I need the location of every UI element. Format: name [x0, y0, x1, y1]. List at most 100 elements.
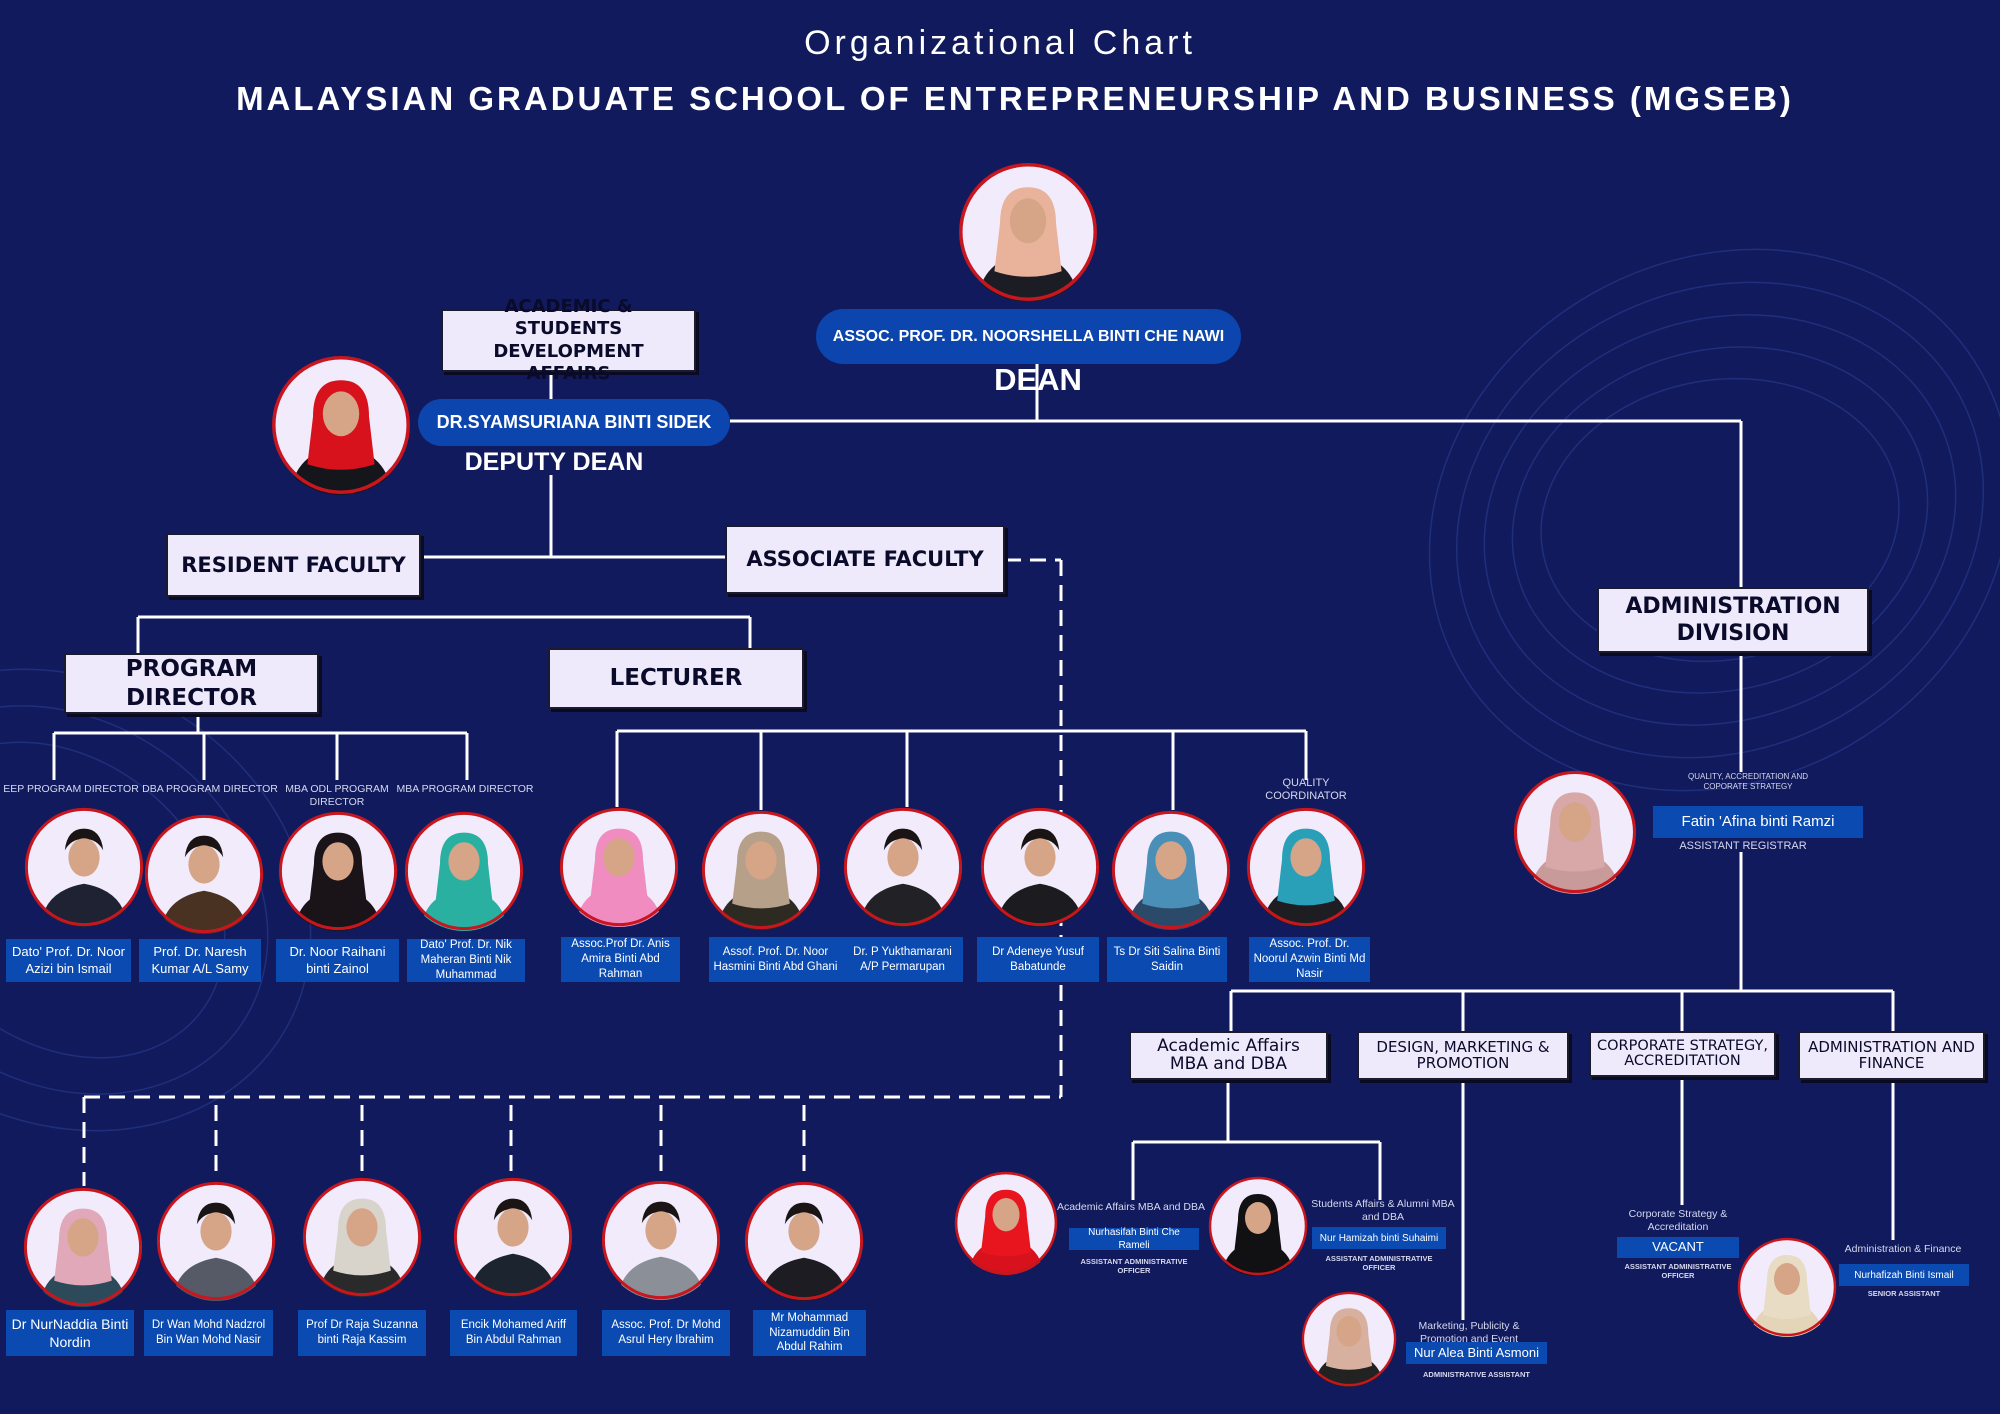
program-director-photo: [404, 811, 524, 931]
lecturer-photo: [701, 810, 821, 930]
person-silhouette-icon: [744, 1181, 864, 1301]
lecturer-photo: [843, 807, 963, 927]
person-silhouette-icon: [1301, 1291, 1397, 1387]
admin-head-name: Fatin 'Afina binti Ramzi: [1653, 806, 1863, 838]
dean-role: DEAN: [994, 362, 1082, 397]
lecturer-name: Assof. Prof. Dr. Noor Hasmini Binti Abd …: [709, 937, 842, 982]
associate-faculty-name: Encik Mohamed Ariff Bin Abdul Rahman: [450, 1310, 577, 1356]
program-director-title: DBA PROGRAM DIRECTOR: [142, 783, 278, 795]
lecturer-name: Ts Dr Siti Salina Binti Saidin: [1107, 937, 1227, 982]
admin-staff-position: SENIOR ASSISTANT: [1867, 1289, 1941, 1298]
associate-faculty-photo: [23, 1187, 143, 1307]
person-silhouette-icon: [453, 1177, 573, 1297]
admin-staff-name: Nurhasifah Binti Che Rameli: [1069, 1227, 1199, 1251]
lecturer-photo: [1246, 807, 1366, 927]
corporate-strategy-box: CORPORATE STRATEGY, ACCREDITATION: [1589, 1031, 1776, 1077]
lecturer-name: Assoc. Prof. Dr. Noorul Azwin Binti Md N…: [1249, 937, 1370, 982]
associate-faculty-photo: [156, 1181, 276, 1301]
person-silhouette-icon: [156, 1181, 276, 1301]
associate-faculty-photo: [302, 1177, 422, 1297]
deputy-dean-role: DEPUTY DEAN: [464, 448, 644, 476]
person-silhouette-icon: [559, 807, 679, 927]
admin-staff-name: Nur Hamizah binti Suhaimi: [1312, 1227, 1446, 1249]
admin-staff-photo: [1208, 1176, 1308, 1276]
associate-faculty-name: Dr NurNaddia Binti Nordin: [6, 1310, 134, 1356]
admin-staff-name: VACANT: [1617, 1237, 1739, 1258]
lecturer-box: LECTURER: [548, 648, 804, 709]
lecturer-name: Assoc.Prof Dr. Anis Amira Binti Abd Rahm…: [561, 937, 680, 982]
person-silhouette-icon: [959, 163, 1097, 302]
admin-head-position: ASSISTANT REGISTRAR: [1679, 840, 1807, 852]
administration-division-box: ADMINISTRATION DIVISION: [1597, 587, 1869, 653]
design-marketing-box: DESIGN, MARKETING & PROMOTION: [1357, 1031, 1569, 1080]
person-silhouette-icon: [1111, 810, 1231, 930]
program-director-photo: [24, 807, 144, 927]
person-silhouette-icon: [1513, 770, 1637, 894]
program-director-name: Dato' Prof. Dr. Noor Azizi bin Ismail: [6, 939, 131, 982]
person-silhouette-icon: [701, 810, 821, 930]
admin-head-photo: [1513, 770, 1637, 894]
deputy-dean-photo: [271, 355, 411, 495]
admin-staff-unit: Academic Affairs MBA and DBA: [1056, 1201, 1206, 1213]
academic-affairs-box: Academic Affairs MBA and DBA: [1129, 1031, 1328, 1080]
admin-staff-photo: [954, 1171, 1058, 1275]
admin-staff-position: ADMINISTRATIVE ASSISTANT: [1423, 1370, 1530, 1379]
lecturer-name: Dr. P Yukthamarani A/P Permarupan: [842, 937, 963, 982]
associate-faculty-name: Assoc. Prof. Dr Mohd Asrul Hery Ibrahim: [602, 1310, 730, 1356]
admin-staff-photo: [1301, 1291, 1397, 1387]
admin-staff-unit: Marketing, Publicity & Promotion and Eve…: [1418, 1320, 1520, 1345]
person-silhouette-icon: [272, 356, 410, 495]
dean-name-pill: ASSOC. PROF. DR. NOORSHELLA BINTI CHE NA…: [816, 309, 1241, 364]
program-director-photo: [144, 814, 264, 934]
administration-finance-box: ADMINISTRATION AND FINANCE: [1798, 1031, 1985, 1080]
lecturer-photo: [559, 807, 679, 927]
person-silhouette-icon: [954, 1171, 1058, 1275]
program-director-name: Dr. Noor Raihani binti Zainol: [276, 939, 399, 982]
admin-staff-position: ASSISTANT ADMINISTRATIVE OFFICER: [1080, 1257, 1188, 1275]
person-silhouette-icon: [1208, 1176, 1308, 1276]
associate-faculty-name: Mr Mohammad Nizamuddin Bin Abdul Rahim: [753, 1310, 866, 1356]
person-silhouette-icon: [843, 807, 963, 927]
lecturer-name: Dr Adeneye Yusuf Babatunde: [977, 937, 1099, 982]
lecturer-photo: [1111, 810, 1231, 930]
associate-faculty-box: ASSOCIATE FACULTY: [725, 525, 1005, 594]
resident-faculty-box: RESIDENT FACULTY: [166, 533, 421, 597]
chart-subtitle: Organizational Chart: [804, 24, 1196, 62]
person-silhouette-icon: [24, 807, 144, 927]
program-director-name: Dato' Prof. Dr. Nik Maheran Binti Nik Mu…: [407, 939, 525, 982]
school-title: MALAYSIAN GRADUATE SCHOOL OF ENTREPRENEU…: [236, 80, 1794, 117]
person-silhouette-icon: [278, 811, 398, 931]
admin-staff-name: Nur Alea Binti Asmoni: [1406, 1342, 1547, 1364]
person-silhouette-icon: [404, 811, 524, 931]
admin-head-unit: QUALITY, ACCREDITATION AND COPORATE STRA…: [1687, 772, 1809, 791]
program-director-title: MBA ODL PROGRAM DIRECTOR: [285, 783, 389, 808]
associate-faculty-photo: [744, 1181, 864, 1301]
lecturer-title: QUALITY COORDINATOR: [1265, 777, 1347, 803]
associate-faculty-name: Prof Dr Raja Suzanna binti Raja Kassim: [298, 1310, 426, 1356]
program-director-photo: [278, 811, 398, 931]
program-director-title: MBA PROGRAM DIRECTOR: [396, 783, 534, 795]
person-silhouette-icon: [1737, 1237, 1837, 1337]
program-director-name: Prof. Dr. Naresh Kumar A/L Samy: [139, 939, 261, 982]
associate-faculty-photo: [453, 1177, 573, 1297]
admin-staff-unit: Corporate Strategy & Accreditation: [1628, 1208, 1728, 1233]
program-director-title: EEP PROGRAM DIRECTOR: [3, 783, 139, 795]
academic-students-affairs-box: ACADEMIC & STUDENTS DEVELOPMENT AFFAIRS: [441, 296, 696, 384]
program-director-box: PROGRAM DIRECTOR: [64, 653, 319, 714]
admin-staff-position: ASSISTANT ADMINISTRATIVE OFFICER: [1624, 1262, 1732, 1280]
associate-faculty-name: Dr Wan Mohd Nadzrol Bin Wan Mohd Nasir: [144, 1310, 273, 1356]
person-silhouette-icon: [1246, 807, 1366, 927]
person-silhouette-icon: [144, 814, 264, 934]
associate-faculty-photo: [601, 1180, 721, 1300]
dean-photo: [958, 162, 1098, 302]
person-silhouette-icon: [302, 1177, 422, 1297]
lecturer-photo: [980, 807, 1100, 927]
admin-staff-unit: Students Affairs & Alumni MBA and DBA: [1311, 1198, 1455, 1223]
admin-staff-position: ASSISTANT ADMINISTRATIVE OFFICER: [1325, 1254, 1433, 1272]
admin-staff-photo: [1737, 1237, 1837, 1337]
admin-staff-unit: Administration & Finance: [1844, 1243, 1962, 1255]
person-silhouette-icon: [980, 807, 1100, 927]
person-silhouette-icon: [601, 1180, 721, 1300]
